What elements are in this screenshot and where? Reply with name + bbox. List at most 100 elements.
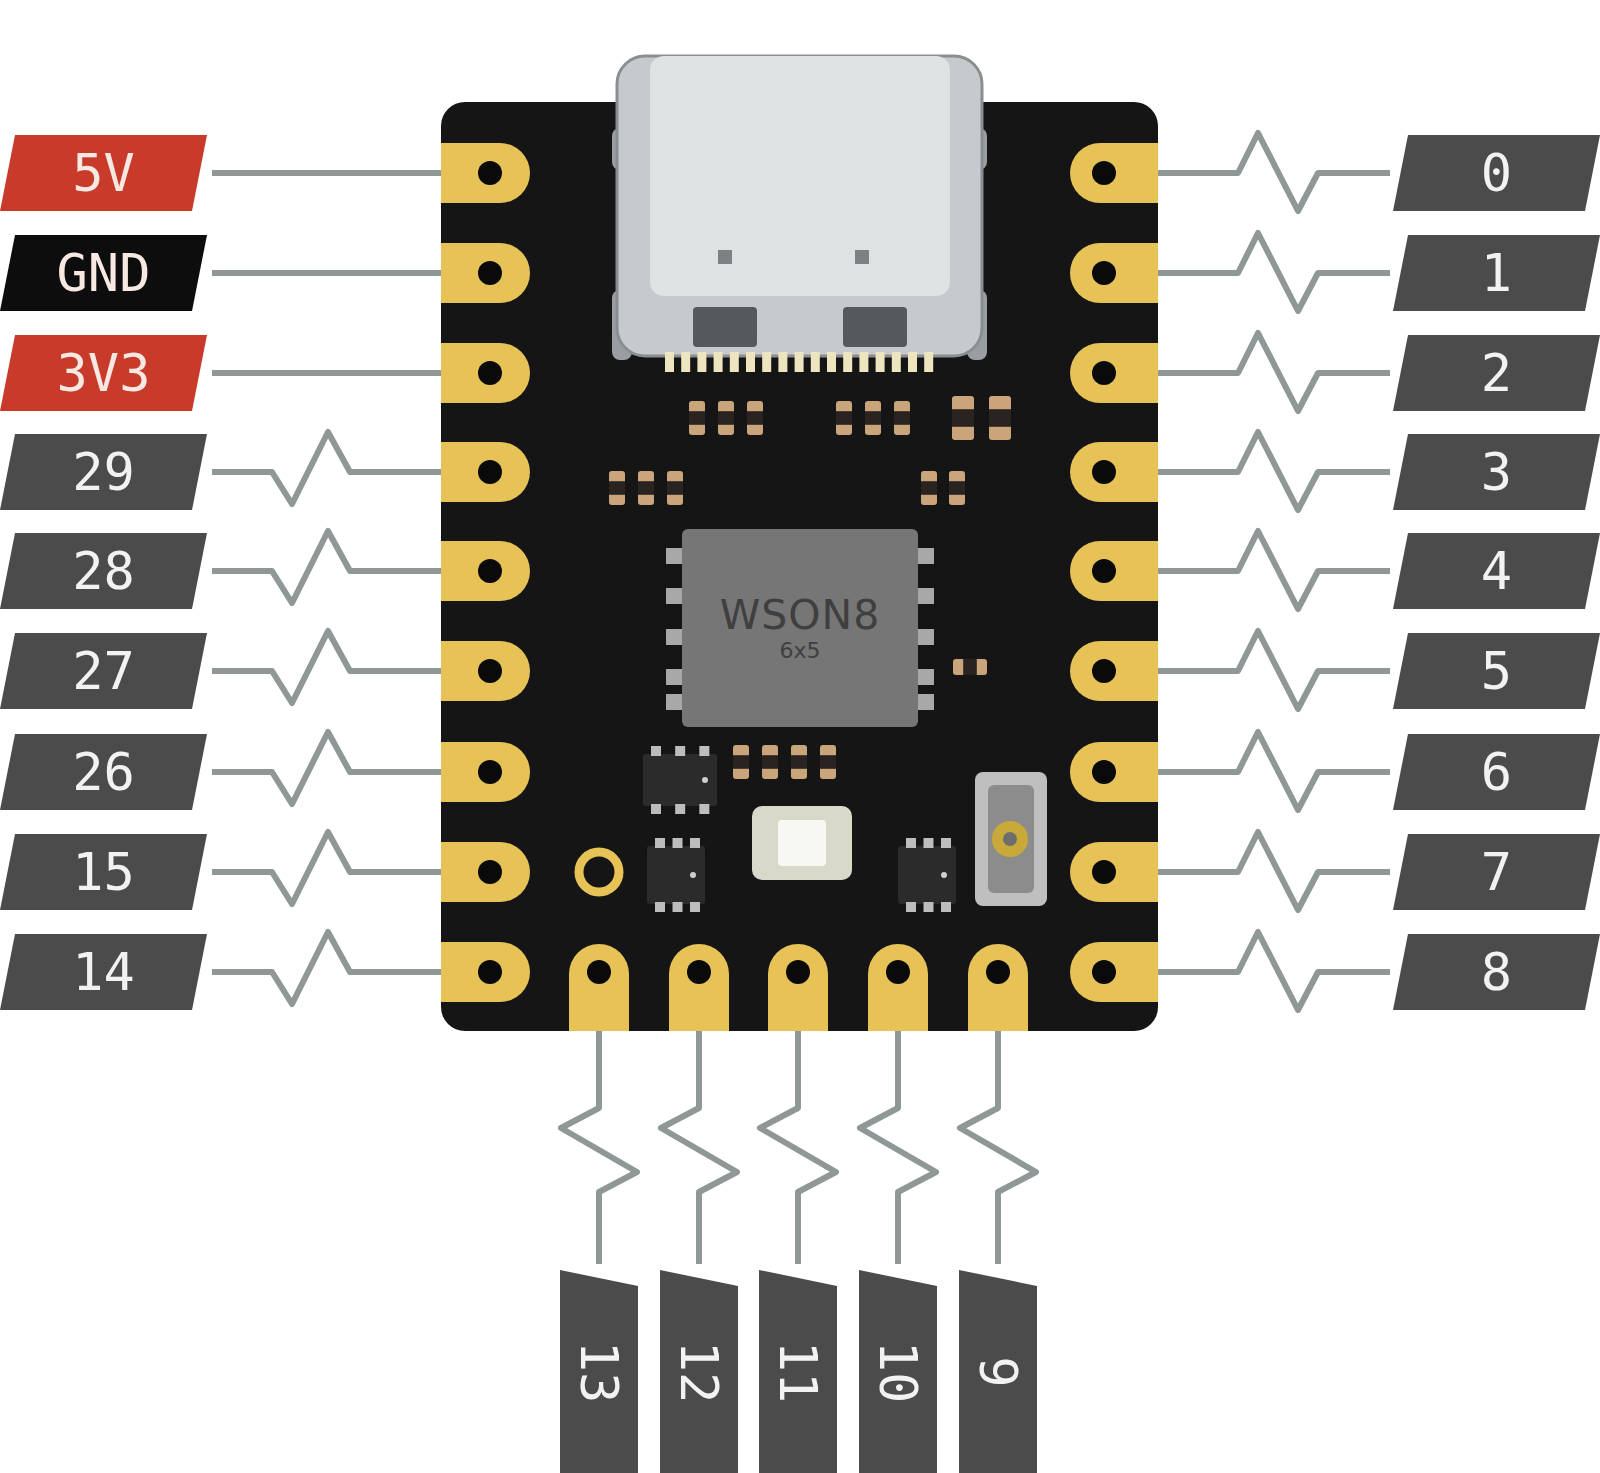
pin-name: 4 [1481, 545, 1512, 597]
castellated-pad [1070, 442, 1158, 502]
usb-contact [859, 352, 868, 372]
pin-label: 5 [1393, 633, 1600, 709]
resistor-leader [1158, 531, 1390, 609]
pin-name: 2 [1481, 347, 1512, 399]
pad-hole [478, 460, 502, 484]
usb-c-hole [718, 250, 732, 264]
usb-contact [746, 352, 755, 372]
resistor-leader [212, 732, 441, 804]
smd-body [733, 755, 749, 769]
resistor-leader [212, 432, 441, 504]
label-fill [0, 633, 207, 709]
resistor-leader [1158, 732, 1390, 810]
usb-contact [730, 352, 739, 372]
pin-label: 15 [0, 834, 207, 910]
castellated-pad [1070, 243, 1158, 303]
pad-hole [1092, 460, 1116, 484]
pad-hole [1092, 161, 1116, 185]
smd-component [733, 745, 749, 779]
pin-name: 14 [72, 946, 135, 998]
chip-marking: 6x5 [779, 640, 820, 662]
smd-body [762, 755, 778, 769]
label-fill [859, 1270, 937, 1473]
castellated-pad [441, 343, 530, 403]
ic-dot [941, 872, 947, 878]
smd-body [820, 755, 836, 769]
label-fill [1393, 434, 1600, 510]
pin-name: 1 [1481, 247, 1512, 299]
label-fill [1393, 533, 1600, 609]
usb-contact [924, 352, 933, 372]
pin-label: 4 [1393, 533, 1600, 609]
ic-pin [699, 804, 709, 814]
pin-label: 5V [0, 135, 207, 211]
castellated-pad [1070, 641, 1158, 701]
flash-chip: WSON8 6x5 [682, 529, 918, 727]
label-fill [1393, 834, 1600, 910]
ic-pin [906, 838, 916, 848]
smd-component [949, 471, 965, 505]
label-fill [1393, 335, 1600, 411]
label-fill [0, 734, 207, 810]
label-fill [0, 934, 207, 1010]
pad-hole [886, 960, 910, 984]
ic-pin [690, 838, 700, 848]
castellated-pad [441, 541, 530, 601]
leader-line [212, 170, 441, 176]
usb-contact [681, 352, 690, 372]
label-fill [0, 834, 207, 910]
castellated-pad [968, 944, 1028, 1031]
pin-name: GND [57, 247, 151, 299]
smd-component [791, 745, 807, 779]
smd-body [949, 481, 965, 495]
smd-component [762, 745, 778, 779]
rgb-led-lens [778, 820, 826, 866]
castellated-pad [441, 842, 530, 902]
smd-body [865, 411, 881, 425]
smd-component [638, 471, 654, 505]
smd-body [689, 411, 705, 425]
castellated-pad [868, 944, 928, 1031]
pad-hole [478, 559, 502, 583]
resistor-leader [212, 832, 441, 904]
pad-hole [1092, 261, 1116, 285]
usb-contact [908, 352, 917, 372]
castellated-pad [1070, 541, 1158, 601]
castellated-pad [1070, 143, 1158, 203]
usb-contact [811, 352, 820, 372]
usb-contact [778, 352, 787, 372]
usb-contact [876, 352, 885, 372]
resistor-leader [1158, 432, 1390, 510]
castellated-pad [669, 944, 729, 1031]
reset-button-body [988, 785, 1034, 893]
castellated-pad [1070, 942, 1158, 1002]
pin-name: 12 [673, 1340, 725, 1403]
label-fill [0, 135, 207, 211]
smd-component [921, 471, 937, 505]
label-fill [0, 235, 207, 311]
resistor-leader [1158, 932, 1390, 1010]
resistor-leader [760, 1031, 836, 1264]
castellated-pad [1070, 742, 1158, 802]
pin-name: 29 [72, 446, 135, 498]
smd-component [894, 401, 910, 435]
castellated-pad [441, 243, 530, 303]
ic-pin [651, 746, 661, 756]
pin-name: 13 [573, 1340, 625, 1403]
pin-label: GND [0, 235, 207, 311]
pin-name: 10 [872, 1340, 924, 1403]
castellated-pad [768, 944, 828, 1031]
chip-marking: WSON8 [720, 595, 881, 636]
pin-label: 3V3 [0, 335, 207, 411]
ic-pin [906, 902, 916, 912]
pad-hole [587, 960, 611, 984]
pin-label-vertical: 13 [560, 1270, 638, 1473]
smd-component [609, 471, 625, 505]
leader-line [212, 270, 441, 276]
smd-body [791, 755, 807, 769]
usb-contact [827, 352, 836, 372]
reset-button [975, 772, 1047, 906]
pad-hole [478, 161, 502, 185]
smd-component [820, 745, 836, 779]
